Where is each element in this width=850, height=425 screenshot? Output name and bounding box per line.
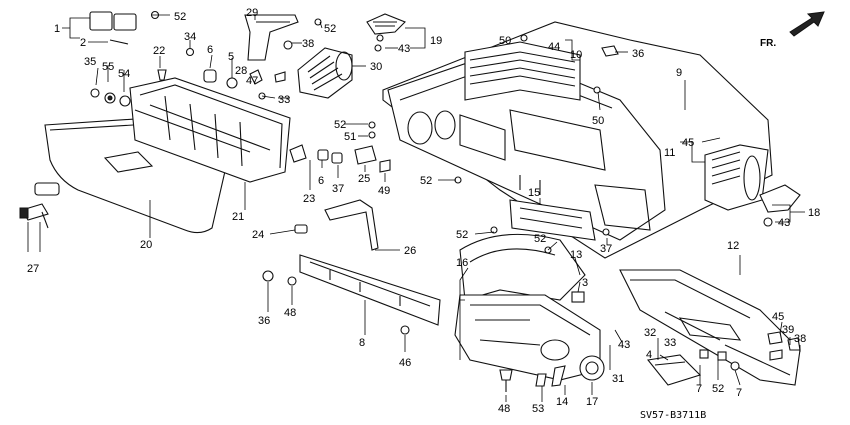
diagram-code: SV57-B3711B — [640, 410, 706, 421]
callout-52-b: 52 — [334, 119, 346, 131]
callout-11: 10 — [570, 49, 582, 61]
callout-8: 7 — [736, 387, 742, 399]
column-cover-upper — [459, 233, 586, 303]
callout-43-c: 43 — [618, 339, 630, 351]
callout-39: 37 — [600, 243, 612, 255]
callout-26: 25 — [358, 173, 370, 185]
callout-36-a: 34 — [184, 31, 196, 43]
bolts-lower-left — [262, 270, 297, 286]
callout-54: 53 — [532, 403, 544, 415]
callout-41: 38 — [794, 333, 806, 345]
front-direction-arrow: FR. — [760, 11, 825, 49]
callout-28: 27 — [27, 263, 39, 275]
callout-5: 5 — [228, 51, 234, 63]
callout-17: 16 — [456, 257, 468, 269]
callout-52-a: 52 — [174, 11, 186, 23]
callout-14: 13 — [570, 249, 582, 261]
glove-box-damper — [294, 199, 379, 251]
callout-43-a: 43 — [398, 43, 410, 55]
column-cover-lower — [454, 294, 605, 381]
callout-40: 38 — [302, 38, 314, 50]
callout-35: 33 — [278, 94, 290, 106]
glove-box — [129, 77, 291, 183]
coin-box — [646, 354, 702, 386]
bracket-assembly — [244, 14, 322, 100]
callout-24: 23 — [303, 193, 315, 205]
leader-lines — [27, 14, 805, 402]
callout-1: 1 — [54, 23, 60, 35]
misc-clips-lower-right — [699, 331, 801, 371]
callout-42: 39 — [782, 324, 794, 336]
callout-27: 26 — [404, 245, 416, 257]
callout-48-b: 48 — [498, 403, 510, 415]
right-vent — [704, 144, 769, 211]
callout-52-e: 52 — [534, 233, 546, 245]
callout-48-a: 48 — [284, 307, 296, 319]
callout-25: 24 — [252, 229, 264, 241]
callout-38-b: 37 — [332, 183, 344, 195]
side-vent — [297, 47, 353, 99]
callout-52-d: 52 — [456, 229, 468, 241]
callout-46: 46 — [399, 357, 411, 369]
callout-32: 31 — [612, 373, 624, 385]
center-panel — [490, 199, 596, 241]
callouts: 1 2 52 22 34 6 5 28 47 33 29 52 38 30 19… — [27, 7, 820, 421]
callout-29: 28 — [235, 65, 247, 77]
callout-18: 17 — [586, 396, 598, 408]
callout-3: 3 — [582, 277, 588, 289]
callout-12: 11 — [664, 147, 675, 159]
callout-2: 2 — [80, 37, 86, 49]
callout-22: 21 — [232, 211, 244, 223]
callout-13: 12 — [727, 240, 739, 252]
switch-cluster — [499, 365, 566, 392]
clip-38-top — [601, 45, 619, 57]
fasteners-left — [89, 10, 238, 107]
callout-36-b: 35 — [84, 56, 96, 68]
lower-dash-panel — [619, 269, 801, 386]
hinge-parts — [289, 121, 610, 254]
callout-43-b: 43 — [778, 217, 790, 229]
callout-50-b: 50 — [592, 115, 604, 127]
callout-20: 19 — [430, 35, 442, 47]
glove-box-lock — [19, 182, 60, 229]
callout-9: 8 — [359, 337, 365, 349]
callout-47: 47 — [246, 75, 258, 87]
center-vents — [464, 34, 601, 101]
callout-23: 22 — [153, 45, 165, 57]
callout-16: 15 — [528, 187, 540, 199]
callout-6-a: 6 — [207, 44, 213, 56]
callout-45-a: 44 — [548, 41, 560, 53]
speaker-grill — [366, 13, 406, 52]
callout-37: 36 — [258, 315, 270, 327]
callout-4: 4 — [646, 349, 652, 361]
callout-44: 45 — [772, 311, 784, 323]
callout-7: 7 — [696, 383, 702, 395]
callout-52-c: 52 — [420, 175, 432, 187]
callout-56: 55 — [102, 61, 114, 73]
callout-38-a: 36 — [632, 48, 644, 60]
front-direction-label: FR. — [760, 38, 776, 49]
callout-45-b: 45 — [682, 137, 694, 149]
callout-50-a: 50 — [499, 35, 511, 47]
reinforcement-bar — [299, 254, 441, 335]
callout-19: 18 — [808, 207, 820, 219]
callout-15: 14 — [556, 396, 568, 408]
callout-31: 30 — [370, 61, 382, 73]
callout-55: 54 — [118, 68, 130, 80]
callout-51: 51 — [344, 131, 356, 143]
callout-52-f: 52 — [712, 383, 724, 395]
callout-30: 29 — [246, 7, 258, 19]
callout-21: 20 — [140, 239, 152, 251]
callout-53: 52 — [324, 23, 336, 35]
callout-10: 9 — [676, 67, 682, 79]
callout-33: 32 — [644, 327, 656, 339]
callout-6-b: 6 — [318, 175, 324, 187]
callout-34: 33 — [664, 337, 676, 349]
callout-49: 49 — [378, 185, 390, 197]
